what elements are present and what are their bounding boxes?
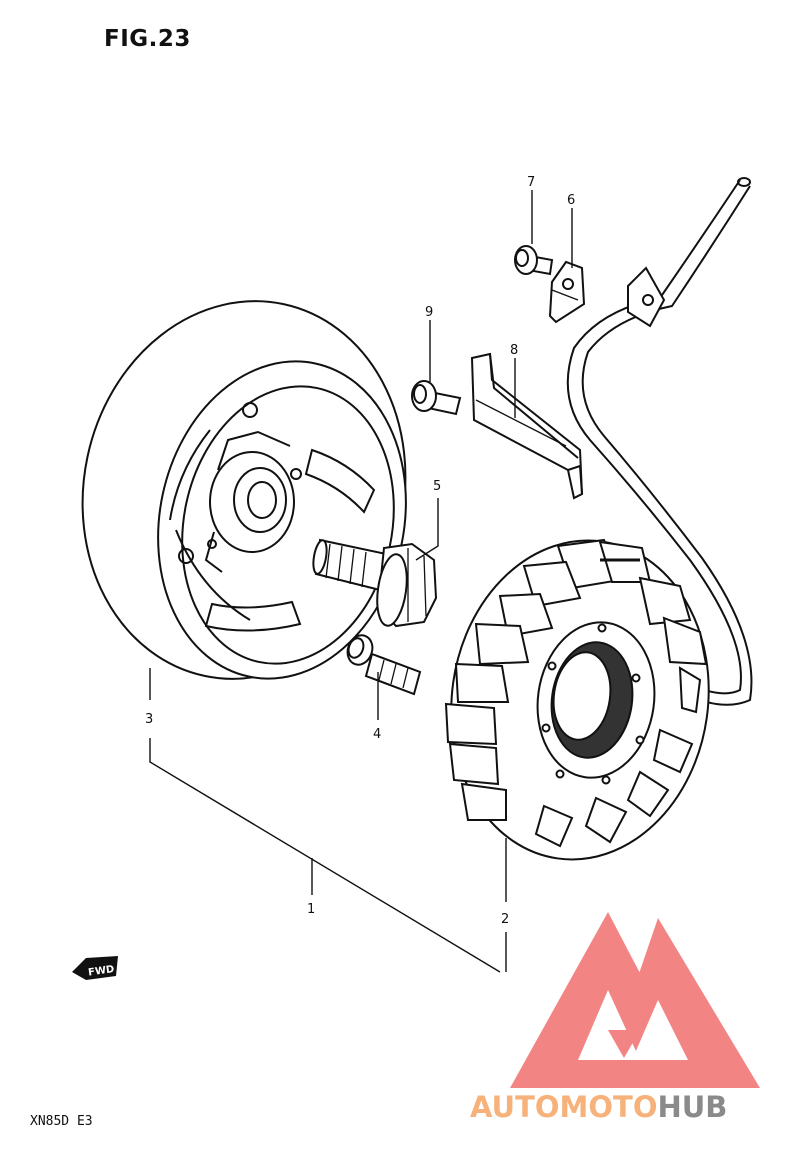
stator-lead-wire	[566, 177, 753, 706]
callout-5: 5	[433, 479, 441, 494]
stator-screw	[346, 634, 422, 696]
model-code: XN85D E3	[30, 1114, 93, 1129]
fwd-label: FWD	[88, 964, 115, 979]
callout-8: 8	[510, 343, 518, 358]
watermark-word-hub: HUB	[657, 1090, 727, 1124]
callout-4: 4	[373, 727, 381, 742]
callout-leaders	[149, 190, 573, 973]
callout-9: 9	[425, 305, 433, 320]
watermark-text: AUTOMOTOHUB	[470, 1090, 727, 1124]
watermark-logo	[510, 912, 760, 1088]
callout-7: 7	[527, 175, 535, 190]
clamp-screw	[514, 245, 554, 276]
watermark-word-automoto: AUTOMOTO	[470, 1090, 657, 1124]
lead-wire-plate	[470, 352, 584, 500]
callout-3: 3	[145, 712, 153, 727]
figure-title: FIG.23	[104, 26, 191, 52]
plate-screw	[411, 380, 462, 416]
callout-1: 1	[307, 902, 315, 917]
callout-2: 2	[501, 912, 509, 927]
stator-coil-assembly	[444, 538, 710, 861]
callout-labels: 1 2 3 4 5 6 7 8 9	[145, 175, 575, 927]
forward-direction-badge: FWD	[72, 956, 118, 980]
rotor-flywheel	[81, 300, 407, 680]
wire-clamp	[548, 260, 586, 324]
rotor-bolt	[312, 538, 438, 628]
svg-text:AUTOMOTOHUB: AUTOMOTOHUB	[470, 1090, 727, 1124]
callout-6: 6	[567, 193, 575, 208]
